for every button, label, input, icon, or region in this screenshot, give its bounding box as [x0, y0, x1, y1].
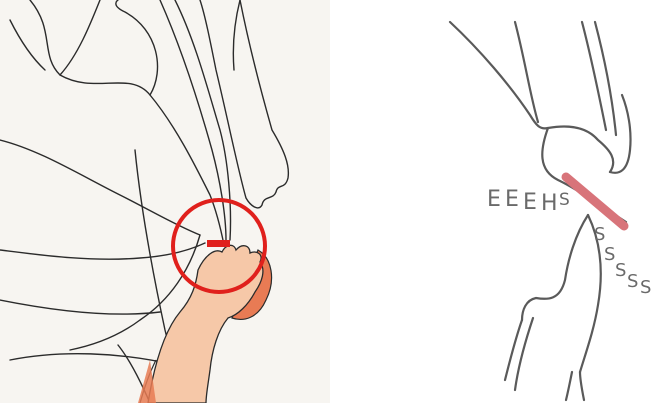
label-char: E	[487, 187, 501, 212]
label-char: S	[627, 271, 638, 292]
label-eeehs: E E E H S	[487, 187, 570, 216]
label-char: E	[523, 190, 537, 215]
label-char: S	[594, 224, 605, 245]
label-char: S	[640, 277, 651, 298]
overview-illustration	[0, 0, 330, 403]
contact-marker	[207, 240, 230, 247]
overview-svg	[0, 0, 330, 403]
label-char: E	[505, 187, 519, 212]
label-char: S	[615, 260, 626, 281]
detail-svg: E E E H S S S S S S	[430, 0, 659, 403]
label-char: S	[604, 244, 615, 265]
detail-illustration: E E E H S S S S S S	[430, 0, 659, 403]
label-char: H	[541, 191, 558, 216]
label-char: S	[559, 190, 570, 210]
